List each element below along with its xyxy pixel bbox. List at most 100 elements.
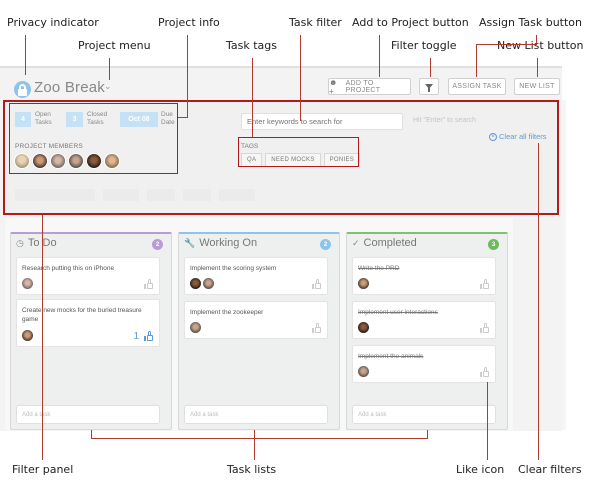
clock-icon: ◷ bbox=[16, 237, 24, 248]
task-card[interactable]: Implement user interactions bbox=[352, 301, 496, 339]
list-count-badge: 3 bbox=[488, 239, 499, 250]
like-count: 1 bbox=[133, 331, 139, 342]
leader-line bbox=[109, 58, 110, 80]
leader-line bbox=[252, 58, 253, 137]
like-button[interactable] bbox=[312, 323, 321, 334]
like-button[interactable] bbox=[480, 323, 489, 334]
task-card[interactable]: Create new mocks for the buried treasure… bbox=[16, 299, 160, 347]
annotation-label: Project info bbox=[158, 16, 220, 29]
add-to-project-button[interactable]: ☻+ ADD TO PROJECT bbox=[328, 78, 411, 96]
thumbs-up-icon bbox=[480, 367, 489, 378]
assign-task-button[interactable]: ASSIGN TASK bbox=[448, 78, 506, 95]
leader-line bbox=[91, 430, 92, 438]
annotation-label: Project menu bbox=[78, 39, 151, 52]
task-card[interactable]: Implement the zookeeper bbox=[184, 301, 328, 339]
leader-line bbox=[487, 382, 488, 460]
wrench-icon: 🔧 bbox=[184, 237, 196, 248]
task-card[interactable]: Write the PRD bbox=[352, 257, 496, 295]
avatar[interactable] bbox=[50, 153, 66, 169]
project-info-highlight bbox=[9, 103, 178, 174]
avatar[interactable] bbox=[32, 153, 48, 169]
like-button[interactable]: 1 bbox=[133, 331, 153, 342]
annotation-label: Assign Task button bbox=[479, 16, 583, 29]
leader-line bbox=[42, 215, 43, 460]
thumbs-up-icon bbox=[480, 323, 489, 334]
annotation-label: Clear filters bbox=[518, 463, 582, 476]
like-button[interactable] bbox=[480, 279, 489, 290]
app-window: Zoo Break ⌄ ☻+ ADD TO PROJECT ASSIGN TAS… bbox=[0, 66, 562, 431]
filter-panel-highlight bbox=[3, 100, 559, 215]
task-title: Research putting this on iPhone bbox=[22, 265, 115, 272]
list-header[interactable]: ✓ Completed bbox=[352, 237, 417, 249]
task-title: Implement the animals bbox=[358, 353, 424, 360]
list-header[interactable]: ◷ To Do bbox=[16, 237, 57, 249]
leader-line bbox=[476, 44, 477, 77]
leader-line bbox=[537, 58, 538, 77]
like-button[interactable] bbox=[480, 367, 489, 378]
thumbs-up-icon bbox=[312, 279, 321, 290]
like-button[interactable] bbox=[139, 279, 153, 290]
list-header[interactable]: 🔧 Working On bbox=[184, 237, 257, 249]
avatar bbox=[22, 330, 33, 341]
like-button[interactable] bbox=[312, 279, 321, 290]
leader-line bbox=[178, 117, 188, 118]
task-card[interactable]: Research putting this on iPhone bbox=[16, 257, 160, 295]
list-count-badge: 2 bbox=[320, 239, 331, 250]
lock-icon[interactable] bbox=[14, 81, 31, 98]
leader-line bbox=[25, 35, 26, 75]
avatar bbox=[358, 278, 369, 289]
avatar bbox=[22, 278, 33, 289]
chevron-down-icon[interactable]: ⌄ bbox=[104, 82, 112, 92]
avatar bbox=[190, 278, 201, 289]
scroll-gutter bbox=[562, 100, 566, 430]
task-list-completed: ✓ Completed 3 Write the PRD Implement us… bbox=[346, 232, 508, 430]
thumbs-up-icon bbox=[312, 323, 321, 334]
task-card[interactable]: Implement the animals bbox=[352, 345, 496, 383]
avatar[interactable] bbox=[104, 153, 120, 169]
close-circle-icon: × bbox=[489, 132, 497, 141]
add-task-input[interactable]: Add a task bbox=[16, 405, 160, 424]
avatar bbox=[358, 322, 369, 333]
leader-line bbox=[187, 35, 188, 118]
add-task-input[interactable]: Add a task bbox=[352, 405, 496, 424]
annotation-label: New List button bbox=[497, 39, 584, 52]
leader-line bbox=[430, 58, 431, 77]
thumbs-up-icon bbox=[144, 279, 153, 290]
add-task-input[interactable]: Add a task bbox=[184, 405, 328, 424]
add-to-project-label: ADD TO PROJECT bbox=[345, 79, 381, 94]
ghost-background-bar bbox=[15, 189, 275, 203]
project-members-label: PROJECT MEMBERS bbox=[15, 143, 83, 150]
project-header: Zoo Break ⌄ ☻+ ADD TO PROJECT ASSIGN TAS… bbox=[0, 68, 562, 104]
avatar bbox=[190, 322, 201, 333]
avatar[interactable] bbox=[68, 153, 84, 169]
check-icon: ✓ bbox=[352, 237, 360, 248]
annotation-label: Like icon bbox=[456, 463, 505, 476]
filter-toggle-button[interactable] bbox=[419, 78, 439, 95]
leader-line bbox=[91, 438, 428, 439]
leader-line bbox=[379, 35, 380, 77]
task-search-input[interactable] bbox=[241, 113, 403, 130]
leader-line bbox=[476, 44, 537, 45]
clear-all-filters-link[interactable]: × Clear all filters bbox=[489, 132, 547, 141]
task-list-working-on: 🔧 Working On 2 Implement the scoring sys… bbox=[178, 232, 340, 430]
task-card[interactable]: Implement the scoring system bbox=[184, 257, 328, 295]
avatar bbox=[358, 366, 369, 377]
tags-label: TAGS bbox=[241, 143, 259, 150]
thumbs-up-icon bbox=[480, 279, 489, 290]
due-date: Oct 08 bbox=[120, 112, 158, 127]
annotation-label: Filter panel bbox=[12, 463, 74, 476]
closed-tasks-count: 3 bbox=[66, 112, 83, 127]
leader-line bbox=[538, 143, 539, 460]
search-hint: Hit "Enter" to search bbox=[413, 117, 476, 124]
avatar[interactable] bbox=[14, 153, 30, 169]
list-title: Working On bbox=[199, 237, 258, 249]
task-title: Implement user interactions bbox=[358, 309, 438, 316]
annotation-label: Task tags bbox=[226, 39, 278, 52]
avatar[interactable] bbox=[86, 153, 102, 169]
leader-line bbox=[427, 430, 428, 438]
clear-all-filters-label: Clear all filters bbox=[499, 132, 547, 141]
new-list-button[interactable]: NEW LIST bbox=[514, 78, 560, 95]
